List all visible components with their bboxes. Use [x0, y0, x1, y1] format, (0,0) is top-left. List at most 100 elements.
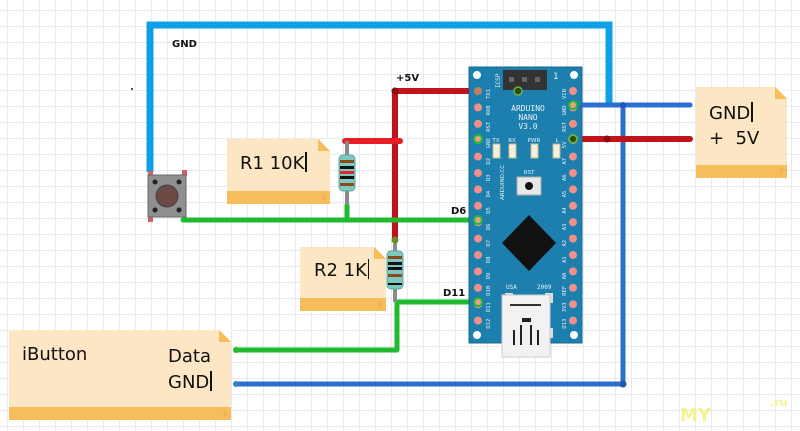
pin-r-rst[interactable]: [569, 119, 577, 128]
d6-wire-label: D6: [451, 206, 467, 217]
pin-label: 3V3: [562, 302, 568, 312]
brand-label: ARDUINO.CC: [500, 165, 506, 200]
pin-r-a2[interactable]: [569, 234, 577, 243]
pin-label: D2: [486, 158, 492, 165]
note-fold: [219, 330, 231, 342]
pin-l-rx0[interactable]: [474, 103, 482, 112]
pin-label: A5: [562, 191, 568, 198]
pin-label: VIN: [562, 89, 568, 99]
push-button[interactable]: [147, 170, 187, 222]
pin-label: A4: [562, 206, 568, 213]
pin-r-a1[interactable]: [569, 251, 577, 259]
pin-r-a4[interactable]: [569, 201, 577, 210]
resistor-r2[interactable]: [386, 236, 404, 303]
note-r1[interactable]: R1 10K ⠿: [227, 139, 330, 204]
watermark-main: MY: [680, 405, 711, 426]
pin-r-a0[interactable]: [569, 267, 577, 276]
pin-label: D11: [486, 302, 492, 312]
ibutton-name: iButton: [22, 344, 88, 365]
ibutton-gnd-label: GND: [168, 372, 210, 393]
pin-label: A7: [562, 158, 568, 165]
pin-label: A2: [562, 240, 568, 247]
data-wire[interactable]: [233, 299, 400, 353]
note-power[interactable]: GND + 5V ⠿: [696, 87, 787, 178]
pin-l-rst[interactable]: [474, 119, 482, 128]
gnd-junction-top: [620, 102, 626, 108]
pin-label: RX0: [486, 105, 492, 115]
note-bar: ⠿: [227, 191, 330, 204]
junction-small-dot: [131, 88, 133, 90]
board-name-3: V3.0: [518, 122, 537, 131]
pin-label: D6: [486, 224, 492, 231]
pin-r-a5[interactable]: [569, 185, 577, 194]
gnd-wire-end: [233, 381, 239, 387]
pin-l-tx1[interactable]: [474, 87, 482, 95]
pin-r-3v3[interactable]: [569, 300, 577, 309]
pin-r-ref[interactable]: [569, 283, 577, 292]
pin-r-a7[interactable]: [569, 152, 577, 161]
pin-r-vin[interactable]: [569, 87, 577, 95]
d11-wire-label: D11: [443, 288, 466, 299]
pin-label: A1: [562, 256, 568, 263]
power-vcc-label: + 5V: [709, 128, 760, 149]
pin-label: D13: [562, 319, 568, 329]
pin-5v-connection: [568, 134, 578, 144]
pin-label: D9: [486, 273, 492, 280]
pin-label: REF: [562, 286, 568, 296]
pin-label: A6: [562, 174, 568, 181]
vcc-junction-power: [603, 135, 611, 143]
pin-r-a6[interactable]: [569, 169, 577, 177]
pin-l-d7[interactable]: [474, 234, 482, 243]
led-tx-label: TX: [491, 138, 499, 144]
resistor-r1[interactable]: [338, 141, 356, 205]
pin-l-d3[interactable]: [474, 169, 482, 177]
pin-gnd-connection: [568, 100, 578, 110]
origin-label: USA: [506, 284, 517, 291]
r2-label: R2 1K: [314, 260, 367, 281]
note-fold: [374, 247, 386, 259]
pin-label: D10: [486, 286, 492, 296]
icsp-pin1-label: 1: [553, 72, 558, 82]
vcc-wire-label: +5V: [396, 73, 420, 84]
pin-label: 5V: [562, 141, 568, 148]
watermark-suffix: .ru: [770, 396, 788, 409]
led-pwr-label: PWR: [528, 138, 541, 144]
icsp-label: ICSP: [495, 73, 502, 88]
pin-l-d10[interactable]: [474, 283, 482, 292]
pin-label: TX1: [486, 89, 492, 99]
pin-l-d5[interactable]: [474, 201, 482, 210]
gnd-junction: [619, 380, 627, 388]
note-r2[interactable]: R2 1K ⠿: [300, 247, 386, 311]
note-fold: [775, 87, 787, 99]
pin-l-d8[interactable]: [474, 251, 482, 259]
pin-label: D3: [486, 174, 492, 181]
led-l-label: L: [555, 138, 559, 144]
year-label: 2009: [537, 284, 552, 291]
pin-r-d13[interactable]: [569, 316, 577, 325]
gnd-wire[interactable]: [146, 21, 613, 172]
pin-label: D7: [486, 240, 492, 247]
pin-l-d9[interactable]: [474, 267, 482, 276]
note-ibutton[interactable]: iButton Data GND ⠿: [9, 330, 231, 420]
pin-label: GND: [562, 105, 568, 115]
gnd-wire-label: GND: [172, 39, 197, 50]
led-rx-label: RX: [508, 138, 516, 144]
reset-label: RST: [524, 170, 535, 176]
pin-d11-connection: [473, 297, 483, 307]
board-name-2: NANO: [518, 113, 537, 122]
data-wire-end: [233, 347, 239, 353]
pin-label: D5: [486, 207, 492, 214]
pin-label: D8: [486, 256, 492, 263]
pin-label: A0: [562, 273, 568, 280]
pin-l-d12[interactable]: [474, 316, 482, 325]
pin-label: A3: [562, 224, 568, 231]
pin-l-d2[interactable]: [474, 152, 482, 161]
pin-r-a3[interactable]: [569, 218, 577, 227]
pin-l-d4[interactable]: [474, 185, 482, 194]
pin-d6-connection: [473, 215, 483, 225]
r1-label: R1 10K: [240, 153, 305, 174]
board-name-1: ARDUINO: [511, 104, 545, 113]
arduino-nano-board[interactable]: [468, 66, 583, 358]
pin-label: RST: [486, 121, 492, 132]
